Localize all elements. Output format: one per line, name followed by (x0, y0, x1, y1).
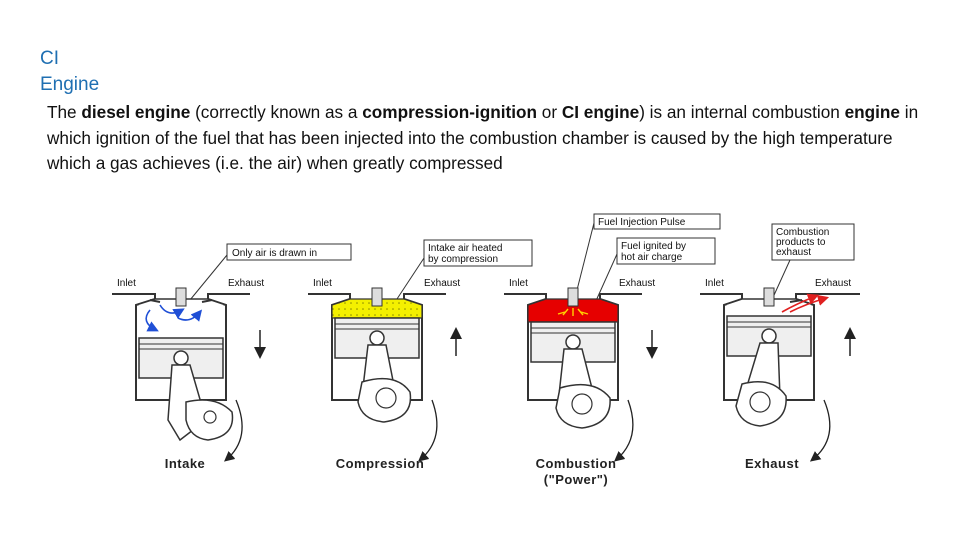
slide-title: CI Engine (40, 46, 160, 98)
stage-label-power: ("Power") (544, 472, 609, 487)
callout-intake-air-heated: Intake air heated by compression (394, 239, 533, 303)
svg-text:Only air is drawn in: Only air is drawn in (232, 248, 317, 259)
callout-combustion-products: Combustion products to exhaust (769, 223, 855, 305)
para-text-5: in which ignition of the fuel that has b… (47, 102, 919, 173)
stage-label-exhaust: Exhaust (745, 456, 799, 471)
exhaust-label: Exhaust (619, 278, 655, 289)
stage-label-combustion: Combustion (536, 456, 617, 471)
cylinder-compression: Inlet Exhaust (308, 278, 462, 462)
callout-only-air: Only air is drawn in (189, 243, 352, 301)
para-text-3: or (536, 102, 562, 122)
exhaust-label: Exhaust (815, 278, 851, 289)
inlet-label: Inlet (313, 278, 332, 289)
exhaust-label: Exhaust (228, 278, 264, 289)
svg-text:Intake air heated: Intake air heated (428, 243, 503, 254)
svg-text:hot air charge: hot air charge (621, 252, 683, 263)
description-paragraph: The diesel engine (correctly known as a … (47, 100, 927, 177)
title-line-1: CI (40, 48, 59, 69)
svg-text:Fuel ignited by: Fuel ignited by (621, 241, 686, 252)
para-bold-diesel-engine: diesel engine (81, 102, 191, 122)
svg-text:Fuel Injection Pulse: Fuel Injection Pulse (598, 217, 686, 228)
cylinder-combustion: Inlet Exhaust (504, 278, 658, 462)
stage-label-intake: Intake (165, 456, 206, 471)
inlet-label: Inlet (117, 278, 136, 289)
cylinder-exhaust: Inlet Exhaust (700, 278, 860, 462)
para-text-4: ) is an internal combustion (639, 102, 845, 122)
callout-fuel-ignited: Fuel ignited by hot air charge (594, 237, 716, 304)
inlet-label: Inlet (509, 278, 528, 289)
exhaust-label: Exhaust (424, 278, 460, 289)
stage-label-compression: Compression (336, 456, 425, 471)
svg-text:by compression: by compression (428, 254, 498, 265)
title-line-2: Engine (40, 74, 100, 95)
svg-text:products to: products to (776, 237, 826, 248)
svg-text:Combustion: Combustion (776, 227, 829, 238)
para-bold-compression-ignition: compression-ignition (362, 102, 537, 122)
cylinder-intake: Inlet Exhaust (112, 278, 266, 462)
callout-fuel-injection-pulse: Fuel Injection Pulse (576, 213, 721, 291)
para-bold-ci-engine: CI engine (561, 102, 640, 122)
para-bold-engine: engine (844, 102, 900, 122)
para-text-1: The (47, 102, 82, 122)
para-text-2: (correctly known as a (190, 102, 363, 122)
inlet-label: Inlet (705, 278, 724, 289)
svg-text:exhaust: exhaust (776, 247, 811, 258)
